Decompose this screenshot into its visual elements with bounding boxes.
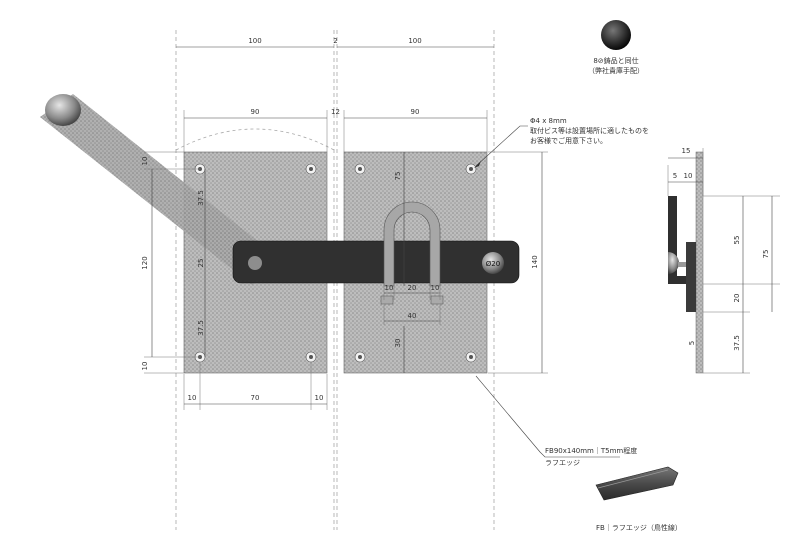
dim-staple-10-right: 10 bbox=[431, 284, 440, 292]
side-dim-75: 75 bbox=[762, 250, 770, 259]
dim-staple-75: 75 bbox=[394, 172, 402, 181]
dim-staple-40: 40 bbox=[408, 312, 417, 320]
dim-staple-30: 30 bbox=[394, 339, 402, 348]
side-bar bbox=[668, 196, 677, 276]
screw-note: Φ4 x 8mm 取付ビス等は設置場所に適したものを お客様でご用意下さい。 bbox=[474, 117, 649, 168]
u-staple: 10 20 10 40 bbox=[380, 201, 444, 325]
top-dimensions: 100 2 100 bbox=[176, 37, 494, 48]
bar-knob-icon bbox=[482, 252, 504, 274]
dim-25: 25 bbox=[197, 259, 205, 268]
side-dim-10: 10 bbox=[684, 172, 693, 180]
side-view: 15 5 10 55 75 20 37.5 5 bbox=[667, 147, 780, 374]
side-plate bbox=[695, 151, 704, 374]
dim-120: 120 bbox=[141, 256, 149, 269]
dim-10-bottom: 10 bbox=[141, 362, 149, 371]
screw-note-line2: 取付ビス等は設置場所に適したものを bbox=[530, 126, 649, 135]
hole-diameter-label: Ø20 bbox=[486, 260, 500, 268]
latch-bar: Ø20 bbox=[232, 240, 520, 284]
dim-90-right: 90 bbox=[411, 108, 420, 116]
staple-vertical-dims: 75 30 bbox=[394, 152, 405, 373]
side-dim-5-bottom: 5 bbox=[688, 341, 696, 345]
side-dim-20: 20 bbox=[733, 294, 741, 303]
dim-12-gap: 12 bbox=[331, 108, 340, 116]
side-knob-icon bbox=[668, 252, 679, 274]
screw-hole bbox=[354, 351, 366, 363]
knob-icon bbox=[45, 94, 81, 126]
dim-70: 70 bbox=[251, 394, 260, 402]
screw-hole bbox=[354, 163, 366, 175]
fb-note-line1: FB90x140mm｜T5mm程度 bbox=[545, 446, 637, 455]
dim-10-bottom-left: 10 bbox=[188, 394, 197, 402]
dim-37-5-upper: 37.5 bbox=[197, 190, 205, 206]
latch-arm-rotated bbox=[40, 94, 284, 285]
dim-2-gap: 2 bbox=[333, 37, 337, 45]
dim-staple-10-left: 10 bbox=[385, 284, 394, 292]
flat-bar-sample bbox=[595, 466, 679, 501]
dim-100-right: 100 bbox=[408, 37, 421, 45]
bottom-dimensions: 10 70 10 bbox=[183, 362, 328, 410]
dim-100-left: 100 bbox=[248, 37, 261, 45]
screw-hole bbox=[465, 351, 477, 363]
dim-140: 140 bbox=[531, 255, 539, 268]
screw-note-line3: お客様でご用意下さい。 bbox=[530, 136, 607, 145]
fb-note-line2: ラフエッジ bbox=[545, 459, 580, 467]
ornament-rivet-icon bbox=[601, 20, 631, 50]
ornament-note-line1: 8⊘鋳品と同仕 bbox=[593, 56, 638, 65]
dim-staple-20: 20 bbox=[408, 284, 417, 292]
screw-hole bbox=[305, 351, 317, 363]
fb-note: FB90x140mm｜T5mm程度 ラフエッジ bbox=[475, 375, 637, 467]
plate-dimensions: 90 12 90 bbox=[183, 108, 488, 152]
right-height-dim: 140 bbox=[488, 151, 548, 374]
side-dim-5: 5 bbox=[673, 172, 677, 180]
left-vertical-dims: 120 10 10 37.5 25 37.5 bbox=[141, 151, 206, 374]
side-dim-15: 15 bbox=[682, 147, 691, 155]
center-lines bbox=[175, 30, 495, 530]
screw-hole bbox=[305, 163, 317, 175]
dim-90-left: 90 bbox=[251, 108, 260, 116]
side-dim-55: 55 bbox=[733, 236, 741, 245]
caption: FB｜ラフエッジ（鳥性線） bbox=[596, 523, 682, 532]
side-dim-37-5: 37.5 bbox=[733, 335, 741, 351]
screw-hole bbox=[465, 163, 477, 175]
flat-bar-image bbox=[595, 466, 679, 501]
dim-37-5-lower: 37.5 bbox=[197, 320, 205, 336]
dim-10-bottom-right: 10 bbox=[315, 394, 324, 402]
ornament-rivet: 8⊘鋳品と同仕 （弊社貴庫手配） bbox=[588, 20, 644, 75]
screw-note-line1: Φ4 x 8mm bbox=[530, 117, 567, 125]
dim-10-top: 10 bbox=[141, 157, 149, 166]
pivot-rivet-icon bbox=[248, 256, 262, 270]
ornament-note-line2: （弊社貴庫手配） bbox=[588, 66, 644, 75]
